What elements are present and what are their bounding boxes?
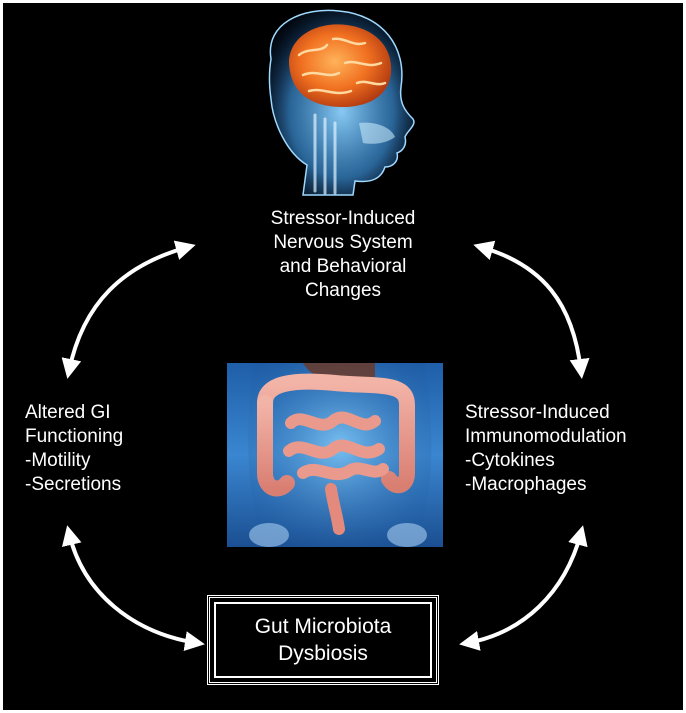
arrow-top-to-left <box>61 240 196 379</box>
arrow-top-to-right <box>473 240 590 379</box>
node-line: Gut Microbiota <box>254 615 392 638</box>
node-line: -Motility <box>25 450 91 471</box>
illustrations-layer <box>227 9 443 547</box>
node-line: Functioning <box>25 426 124 447</box>
node-line: Immunomodulation <box>465 426 627 447</box>
node-altered-gi-functioning: Altered GI Functioning -Motility -Secret… <box>25 401 225 497</box>
node-line: and Behavioral <box>279 256 407 277</box>
node-line: -Secretions <box>25 474 122 495</box>
arrow-left-to-bottom <box>61 525 205 652</box>
head-illustration <box>268 9 415 196</box>
node-box-inner: Gut Microbiota Dysbiosis <box>214 602 432 678</box>
arrow-right-to-bottom <box>459 525 588 651</box>
node-line: -Cytokines <box>465 450 555 471</box>
node-gut-microbiota-dysbiosis: Gut Microbiota Dysbiosis <box>207 595 439 685</box>
node-nervous-system-changes: Stressor-Induced Nervous System and Beha… <box>193 207 493 303</box>
node-line: Stressor-Induced <box>465 402 610 423</box>
node-line: Stressor-Induced <box>270 208 416 229</box>
intestines-illustration <box>227 363 443 547</box>
node-line: Dysbiosis <box>278 642 368 665</box>
connections-layer <box>61 240 590 652</box>
node-line: Changes <box>304 280 382 301</box>
node-line: Altered GI <box>25 402 111 423</box>
diagram-canvas: Stressor-Induced Nervous System and Beha… <box>3 3 683 710</box>
node-line: Nervous System <box>273 232 413 253</box>
node-line: -Macrophages <box>465 474 587 495</box>
node-immunomodulation: Stressor-Induced Immunomodulation -Cytok… <box>465 401 675 497</box>
